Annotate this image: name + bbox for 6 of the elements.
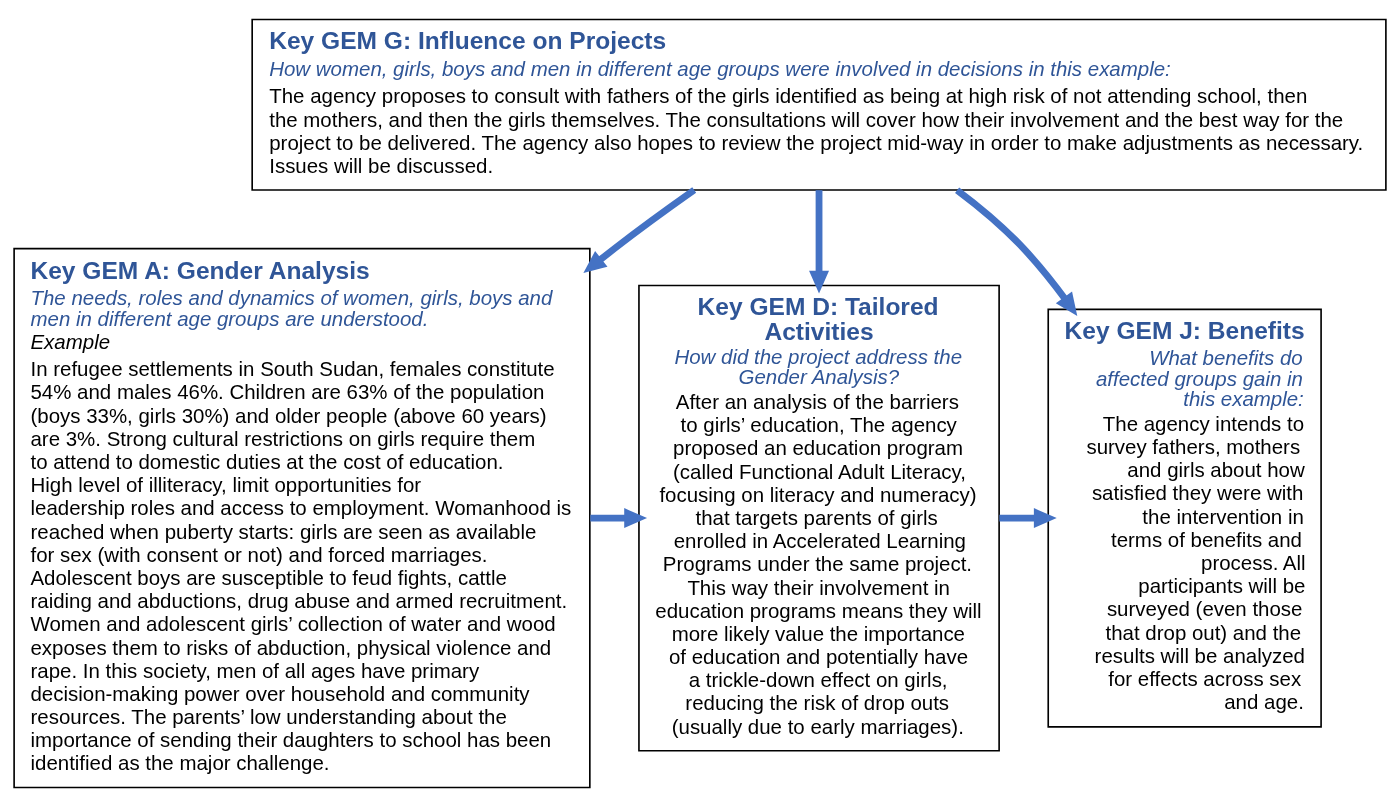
node-box: Key GEM J: Benefits What benefits do affected groups gain in this example: The agency intends to survey fathers, mothers and girls about how satisfied they were with the intervention in terms of benefits and process. All participants will be surveyed (even those that drop out) and the results will be analyzed for effects across sex and age. <box>1047 308 1322 728</box>
node-box: Key GEM A: Gender Analysis The needs, roles and dynamics of women, girls, boys and men in different age groups are understood. Example In refugee settlements in South Sudan, females constitute 54% and males 46%. Children are 63% of the population (boys 33%, girls 30%) and older people (above 60 years) are 3%. Strong cultural restrictions on girls require them to attend to domestic duties at the cost of education. High level of illiteracy, limit opportunities for leadership roles and access to employment. Womanhood is reached when puberty starts: girls are seen as available for sex (with consent or not) and forced marriages. Adolescent boys are susceptible to feud fights, cattle raiding and abductions, drug abuse and armed recruitment. Women and adolescent girls’ collection of water and wood exposes them to risks of abduction, physical violence and rape. In this society, men of all ages have primary decision-making power over household and community resources. The parents’ low understanding about the importance of sending their daughters to school has been identified as the major challenge. <box>13 247 591 789</box>
arrow <box>583 187 697 274</box>
node-box: Key GEM D: Tailored Activities How did the project address the Gender Analysis? After an analysis of the barriers to girls’ education, The agency proposed an education program (called Functional Adult Literacy, focusing on literacy and numeracy) that targets parents of girls enrolled in Accelerated Learning Programs under the same project. This way their involvement in education programs means they will more likely value the importance of education and potentially have a trickle-down effect on girls, reducing the risk of drop outs (usually due to early marriages). <box>638 284 1000 752</box>
node-box: Key GEM G: Influence on Projects How women, girls, boys and men in different age groups were involved in decisions in this example: The agency proposes to consult with fathers of the girls identified as being at high risk of not attending school, then the mothers, and then the girls themselves. The consultations will cover how their involvement and the best way for the project to be delivered. The agency also hopes to review the project mid-way in order to make adjustments as necessary. Issues will be discussed. <box>251 18 1387 191</box>
arrow <box>955 187 1078 316</box>
